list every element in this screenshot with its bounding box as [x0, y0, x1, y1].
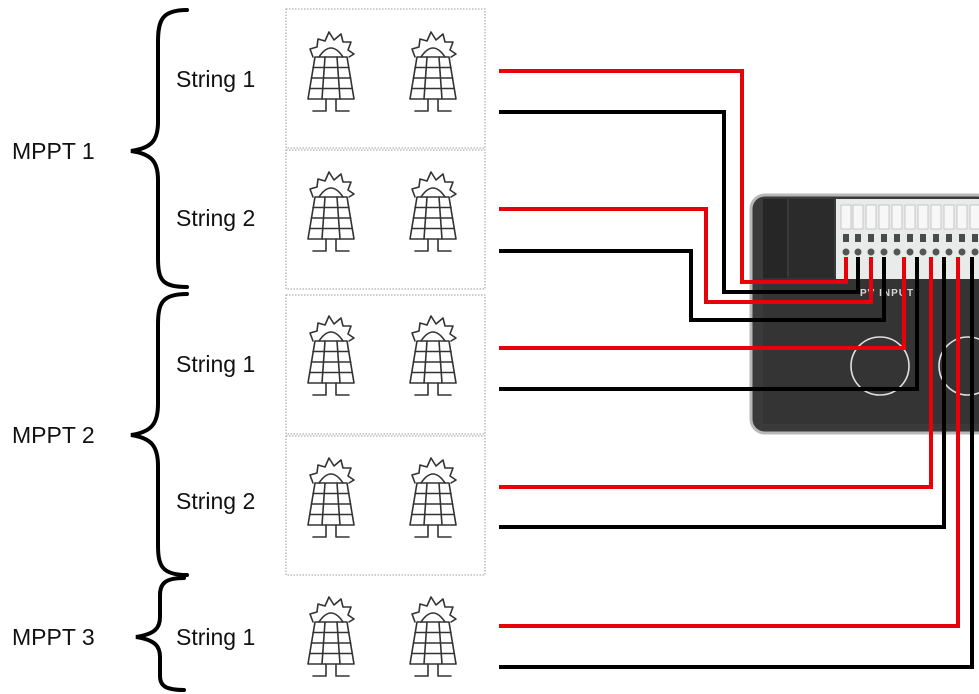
- terminal-hole: [946, 234, 952, 242]
- wire-mppt2-string2-negative: [499, 257, 946, 529]
- string-label-mppt3-1: String 1: [176, 624, 255, 650]
- wire-mppt1-string2-negative: [499, 249, 886, 322]
- solar-panels: [307, 31, 457, 677]
- terminal-screw: [867, 248, 875, 256]
- wire-mppt1-string1-negative: [499, 110, 860, 294]
- terminal-screw: [842, 248, 850, 256]
- string-boxes: [285, 8, 486, 576]
- mppt-label-2: MPPT 2: [12, 422, 95, 448]
- wire-mppt1-string2-positive: [499, 207, 873, 304]
- terminal-screw: [880, 248, 888, 256]
- terminal-lever: [840, 204, 852, 230]
- inverter-slot-right: [789, 199, 834, 278]
- string-box-mppt1-2: [285, 149, 486, 290]
- solar-panel-icon: [307, 315, 355, 396]
- string-label-mppt1-2: String 2: [176, 205, 255, 231]
- terminal-lever: [852, 204, 864, 230]
- terminal-hole: [933, 234, 939, 242]
- terminal-lever: [891, 204, 903, 230]
- terminal-lever: [878, 204, 890, 230]
- terminal-lever: [956, 204, 968, 230]
- mppt-label-1: MPPT 1: [12, 138, 95, 164]
- inverter-port-1: [850, 336, 910, 396]
- terminal-hole: [868, 234, 874, 242]
- wire-mppt2-string1-positive: [499, 257, 906, 350]
- terminal-screw: [932, 248, 940, 256]
- terminal-lever: [930, 204, 942, 230]
- solar-panel-icon: [307, 171, 355, 252]
- solar-panel-icon: [307, 457, 355, 538]
- string-label-mppt1-1: String 1: [176, 66, 255, 92]
- terminal-lever: [904, 204, 916, 230]
- terminal-hole: [881, 234, 887, 242]
- solar-panel-icon: [409, 31, 457, 112]
- solar-panel-icon: [409, 171, 457, 252]
- string-label-mppt2-2: String 2: [176, 488, 255, 514]
- terminal-screw: [854, 248, 862, 256]
- inverter-input-label: PV INPUT: [860, 288, 914, 299]
- terminal-screw: [893, 248, 901, 256]
- terminal-screw: [958, 248, 966, 256]
- terminal-lever: [943, 204, 955, 230]
- terminal-hole: [894, 234, 900, 242]
- terminal-hole: [972, 234, 978, 242]
- terminal-lever: [865, 204, 877, 230]
- terminal-hole: [843, 234, 849, 242]
- solar-panel-icon: [307, 31, 355, 112]
- wire-mppt2-string1-negative: [499, 257, 919, 391]
- wire-mppt3-string1-positive: [499, 257, 960, 628]
- inverter-port-2: [938, 336, 979, 396]
- string-box-mppt2-1: [285, 294, 486, 435]
- wiring: [499, 69, 974, 669]
- terminal-lever: [917, 204, 929, 230]
- wire-mppt3-string1-negative: [499, 257, 974, 669]
- string-box-mppt1-1: [285, 8, 486, 149]
- solar-panel-icon: [409, 315, 457, 396]
- terminal-screw: [919, 248, 927, 256]
- terminal-screw: [971, 248, 979, 256]
- brace-mppt-1: [130, 8, 189, 289]
- solar-panel-icon: [409, 457, 457, 538]
- terminal-lever: [969, 204, 979, 230]
- string-label-mppt2-1: String 1: [176, 351, 255, 377]
- brace-mppt-3: [135, 576, 186, 692]
- string-box-mppt2-2: [285, 435, 486, 576]
- brace-mppt-2: [130, 292, 189, 577]
- terminal-hole: [855, 234, 861, 242]
- wire-mppt1-string1-positive: [499, 69, 848, 284]
- solar-panel-icon: [307, 596, 355, 677]
- terminal-hole: [907, 234, 913, 242]
- inverter-slot-left: [763, 199, 787, 278]
- terminal-teeth: [840, 204, 979, 256]
- terminal-screw: [945, 248, 953, 256]
- wire-mppt2-string2-positive: [499, 257, 933, 489]
- terminal-hole: [959, 234, 965, 242]
- terminal-screw: [906, 248, 914, 256]
- solar-panel-icon: [409, 596, 457, 677]
- terminal-hole: [920, 234, 926, 242]
- mppt-label-3: MPPT 3: [12, 624, 95, 650]
- braces: [130, 8, 189, 692]
